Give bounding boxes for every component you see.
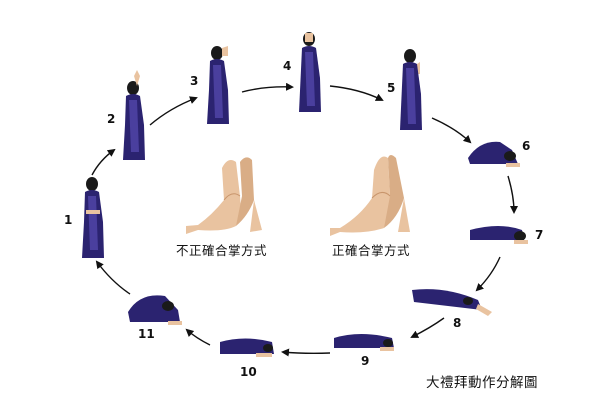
step-label-7: 7 xyxy=(535,228,544,242)
arrow-4-to-5 xyxy=(329,85,384,101)
hands-incorrect-illustration xyxy=(186,157,262,234)
figure-step-11 xyxy=(128,295,182,325)
figure-step-10 xyxy=(220,338,274,357)
step-label-10: 10 xyxy=(240,365,257,379)
figure-step-1 xyxy=(82,177,104,258)
caption-correct: 正確合掌方式 xyxy=(332,243,411,258)
hands-correct-illustration xyxy=(330,155,410,236)
step-label-9: 9 xyxy=(361,354,370,368)
arrow-9-to-10 xyxy=(281,348,331,357)
flow-arrows xyxy=(91,82,518,357)
figure-step-9 xyxy=(334,334,394,351)
figure-step-5 xyxy=(400,49,422,130)
step-label-11: 11 xyxy=(138,327,155,341)
arrow-3-to-4 xyxy=(241,82,294,93)
figure-step-2 xyxy=(123,70,145,160)
arrow-1-to-2 xyxy=(91,148,116,176)
diagram-title: 大禮拜動作分解圖 xyxy=(426,375,538,391)
arrow-6-to-7 xyxy=(507,175,518,214)
figure-step-3 xyxy=(207,46,229,124)
arrow-2-to-3 xyxy=(149,96,198,126)
arrow-7-to-8 xyxy=(475,256,501,292)
figure-step-8 xyxy=(412,289,492,316)
step-label-4: 4 xyxy=(283,59,292,73)
step-label-3: 3 xyxy=(190,74,199,88)
caption-incorrect: 不正確合掌方式 xyxy=(176,243,268,258)
arrow-10-to-11 xyxy=(185,328,211,346)
step-label-6: 6 xyxy=(522,139,531,153)
step-label-2: 2 xyxy=(107,112,116,126)
arrow-5-to-6 xyxy=(431,117,472,144)
figure-step-7 xyxy=(470,226,528,244)
step-label-1: 1 xyxy=(64,213,73,227)
figure-step-4 xyxy=(299,32,321,112)
arrow-11-to-1 xyxy=(95,260,131,295)
step-label-8: 8 xyxy=(453,316,462,330)
arrow-8-to-9 xyxy=(410,317,445,338)
step-label-5: 5 xyxy=(387,81,396,95)
figure-step-6 xyxy=(468,141,520,167)
